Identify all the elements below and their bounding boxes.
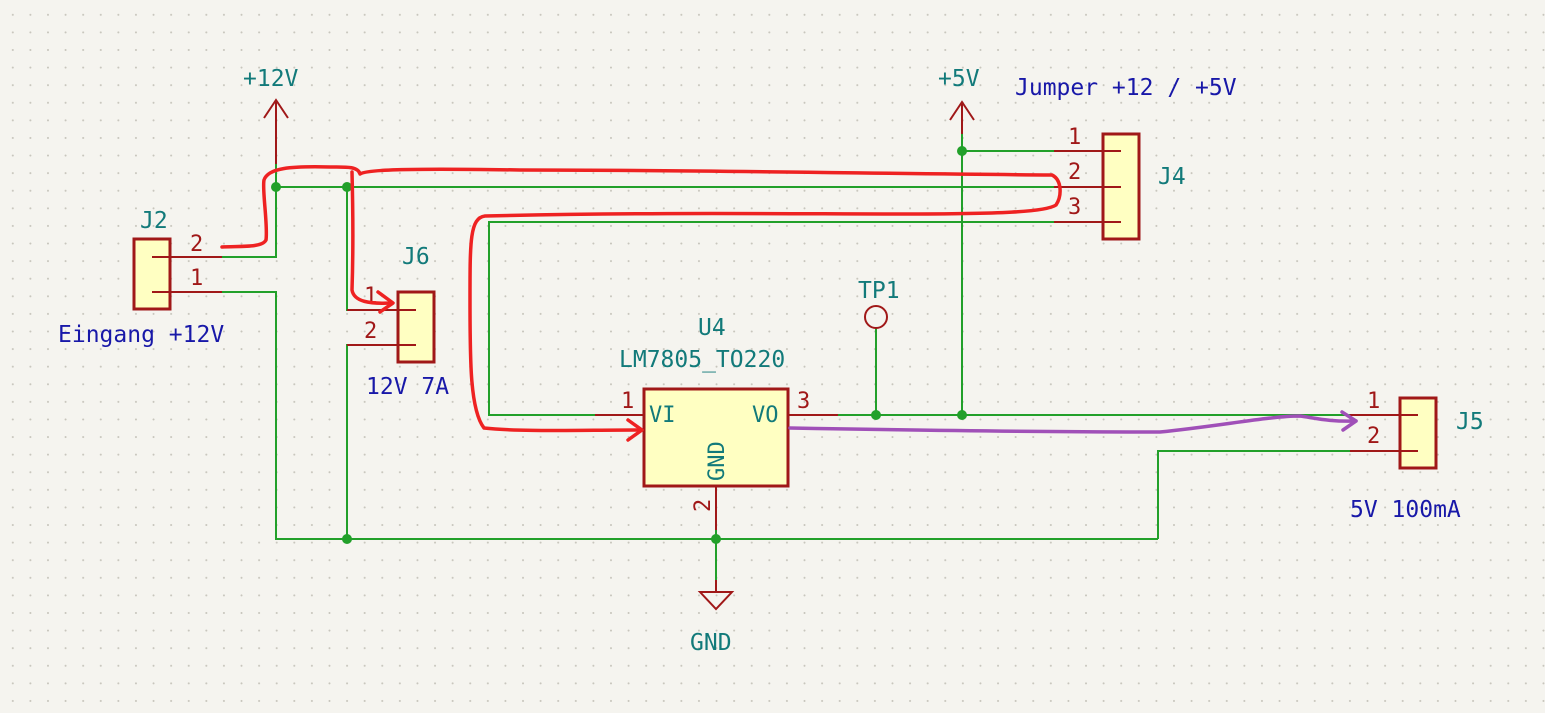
junctions <box>271 146 967 544</box>
j2-pin2-number: 2 <box>190 232 203 257</box>
testpoint-tp1[interactable]: TP1 <box>858 278 900 329</box>
wire-j4-pin3-to-vi <box>488 221 1103 416</box>
u4-pin-vo-number: 3 <box>797 389 810 414</box>
purple-annotation-stroke <box>788 414 1358 434</box>
j2-ref: J2 <box>140 208 168 234</box>
connector-j5[interactable]: 1 2 J5 5V 100mA <box>1350 389 1484 523</box>
u4-pin-gnd-number: 2 <box>691 499 716 512</box>
power-12v-label: +12V <box>243 66 299 92</box>
wire-gnd-bus-to-j5-pin2 <box>1157 450 1400 539</box>
purple-annotation-arrowhead <box>1340 410 1358 432</box>
j5-value: 5V 100mA <box>1350 497 1461 523</box>
j4-pin2-number: 2 <box>1068 160 1081 185</box>
j5-ref: J5 <box>1456 409 1484 435</box>
power-5v-symbol[interactable]: +5V <box>938 66 980 134</box>
red-annotation-stroke <box>220 165 1062 433</box>
u4-ref: U4 <box>698 315 726 341</box>
power-5v-label: +5V <box>938 66 980 92</box>
j6-pin1-number: 1 <box>364 284 377 309</box>
u4-pin-gnd-name: GND <box>705 441 730 481</box>
red-annotation-branch-j6 <box>350 170 394 305</box>
red-annotation-arrowhead <box>376 290 395 314</box>
regulator-u4[interactable]: U4 LM7805_TO220 1 VI 3 VO GND 2 <box>595 315 838 530</box>
j6-ref: J6 <box>402 244 430 270</box>
j4-value: Jumper +12 / +5V <box>1015 75 1237 101</box>
connector-j4[interactable]: 1 2 3 J4 Jumper +12 / +5V <box>1015 75 1237 241</box>
j4-pin1-number: 1 <box>1068 125 1081 150</box>
junction-dot <box>271 182 281 192</box>
j6-value: 12V 7A <box>366 374 449 400</box>
junction-dot <box>342 182 352 192</box>
junction-dot <box>957 410 967 420</box>
junction-dot <box>711 534 721 544</box>
u4-pin-vi-number: 1 <box>621 389 634 414</box>
j4-pin3-number: 3 <box>1068 195 1081 220</box>
gnd-label: GND <box>690 630 732 656</box>
wire-12v-to-j2-pin2 <box>222 164 277 258</box>
junction-dot <box>871 410 881 420</box>
u4-pin-vo-name: VO <box>752 403 779 428</box>
j6-pin2-number: 2 <box>364 319 377 344</box>
tp1-ref: TP1 <box>858 278 900 304</box>
connector-j2[interactable]: J2 2 1 Eingang +12V <box>58 208 224 348</box>
annotation-purple-output-path <box>788 410 1358 434</box>
connector-j6[interactable]: J6 1 2 12V 7A <box>347 244 449 400</box>
j4-ref: J4 <box>1158 164 1186 190</box>
annotation-red-current-path <box>220 165 1062 442</box>
red-annotation-arrowhead <box>626 418 644 442</box>
j2-value: Eingang +12V <box>58 322 224 348</box>
j5-pin1-number: 1 <box>1367 389 1380 414</box>
j2-pin1-number: 1 <box>190 266 203 291</box>
junction-dot <box>957 146 967 156</box>
junction-dot <box>342 534 352 544</box>
gnd-symbol[interactable]: GND <box>690 580 735 656</box>
u4-pin-vi-name: VI <box>649 403 676 428</box>
j5-pin2-number: 2 <box>1367 424 1380 449</box>
power-12v-symbol[interactable]: +12V <box>243 66 299 164</box>
u4-value: LM7805_TO220 <box>619 347 785 373</box>
